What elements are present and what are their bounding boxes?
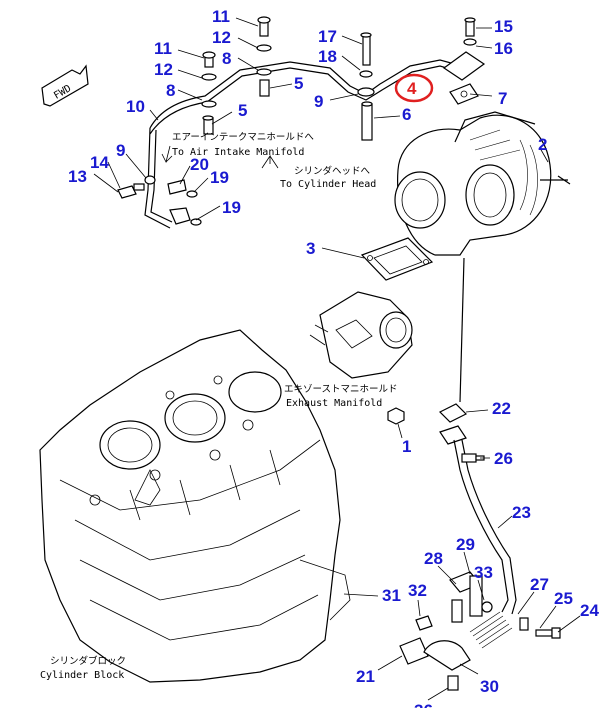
callout-29[interactable]: 29 <box>456 535 475 554</box>
callout-13[interactable]: 13 <box>68 167 87 186</box>
callout-5[interactable]: 5 <box>238 101 247 120</box>
callout-33[interactable]: 33 <box>474 563 493 582</box>
caption-cyl-head: シリンダヘッドへ To Cylinder Head <box>280 165 376 190</box>
leader-lines <box>93 17 581 701</box>
callout-11[interactable]: 11 <box>212 7 230 26</box>
callout-24[interactable]: 24 <box>580 601 599 620</box>
callout-32[interactable]: 32 <box>408 581 427 600</box>
callout-22[interactable]: 22 <box>492 399 511 418</box>
callout-19[interactable]: 19 <box>210 168 229 187</box>
callout-19[interactable]: 19 <box>222 198 241 217</box>
callout-18[interactable]: 18 <box>318 47 337 66</box>
callout-8[interactable]: 8 <box>166 81 175 100</box>
callout-15[interactable]: 15 <box>494 17 513 36</box>
callout-12[interactable]: 12 <box>212 28 231 47</box>
callout-28[interactable]: 28 <box>424 549 443 568</box>
callout-2[interactable]: 2 <box>538 135 547 154</box>
bolts-25-27 <box>519 617 561 639</box>
callout-25[interactable]: 25 <box>554 589 573 608</box>
drain-pipe <box>438 257 517 649</box>
banjo-bolt-left <box>201 51 217 135</box>
callout-9[interactable]: 9 <box>314 92 323 111</box>
callout-1[interactable]: 1 <box>402 437 411 456</box>
callout-6[interactable]: 6 <box>402 105 411 124</box>
exhaust-caption-en: Exhaust Manifold <box>286 398 382 409</box>
left-hardware <box>117 175 202 226</box>
turbocharger <box>394 111 571 256</box>
callout-12[interactable]: 12 <box>154 60 173 79</box>
caption-cyl-block: シリンダブロック Cylinder Block <box>40 655 126 681</box>
caption-exhaust: エキゾーストマニホールド Exhaust Manifold <box>284 384 398 409</box>
cyl-block-caption-en: Cylinder Block <box>40 670 124 681</box>
callout-numbers: 11 12 8 17 18 15 16 11 12 8 5 9 4 7 10 5… <box>68 7 599 708</box>
bolt-36 <box>447 675 459 691</box>
caption-air-intake: エアーインテークマニホールドへ To Air Intake Manifold <box>161 132 314 164</box>
callout-14[interactable]: 14 <box>90 153 109 172</box>
callout-36[interactable]: 36 <box>414 701 433 708</box>
connector-bolt-17 <box>357 32 375 141</box>
oil-flange <box>442 17 486 105</box>
callout-23[interactable]: 23 <box>512 503 531 522</box>
callout-17[interactable]: 17 <box>318 27 337 46</box>
callout-16[interactable]: 16 <box>494 39 513 58</box>
callout-10[interactable]: 10 <box>126 97 145 116</box>
exhaust-adapter <box>309 291 413 379</box>
callout-21[interactable]: 21 <box>356 667 375 686</box>
air-intake-caption-en: To Air Intake Manifold <box>172 147 304 158</box>
callout-30[interactable]: 30 <box>480 677 499 696</box>
cyl-head-caption-jp: シリンダヘッドへ <box>294 165 371 177</box>
nut-1 <box>387 407 405 425</box>
callout-5[interactable]: 5 <box>294 74 303 93</box>
cyl-head-caption-en: To Cylinder Head <box>280 179 376 190</box>
exhaust-caption-jp: エキゾーストマニホールド <box>284 384 398 395</box>
fwd-arrow: FWD <box>41 64 89 107</box>
cyl-block-caption-jp: シリンダブロック <box>50 655 126 667</box>
highlight-ring <box>394 73 434 103</box>
air-intake-caption-jp: エアーインテークマニホールドへ <box>172 132 314 143</box>
callout-11[interactable]: 11 <box>154 39 172 58</box>
cylinder-block <box>39 329 351 683</box>
callout-26[interactable]: 26 <box>494 449 513 468</box>
callout-9[interactable]: 9 <box>116 141 125 160</box>
callout-4[interactable]: 4 <box>407 79 417 98</box>
callout-8[interactable]: 8 <box>222 49 231 68</box>
callout-27[interactable]: 27 <box>530 575 549 594</box>
drain-fittings <box>399 571 493 671</box>
callout-7[interactable]: 7 <box>498 89 507 108</box>
callout-31[interactable]: 31 <box>382 586 401 605</box>
banjo-bolt-mid <box>256 16 272 97</box>
callout-3[interactable]: 3 <box>306 239 315 258</box>
gasket-3 <box>360 237 434 281</box>
callout-20[interactable]: 20 <box>190 155 209 174</box>
